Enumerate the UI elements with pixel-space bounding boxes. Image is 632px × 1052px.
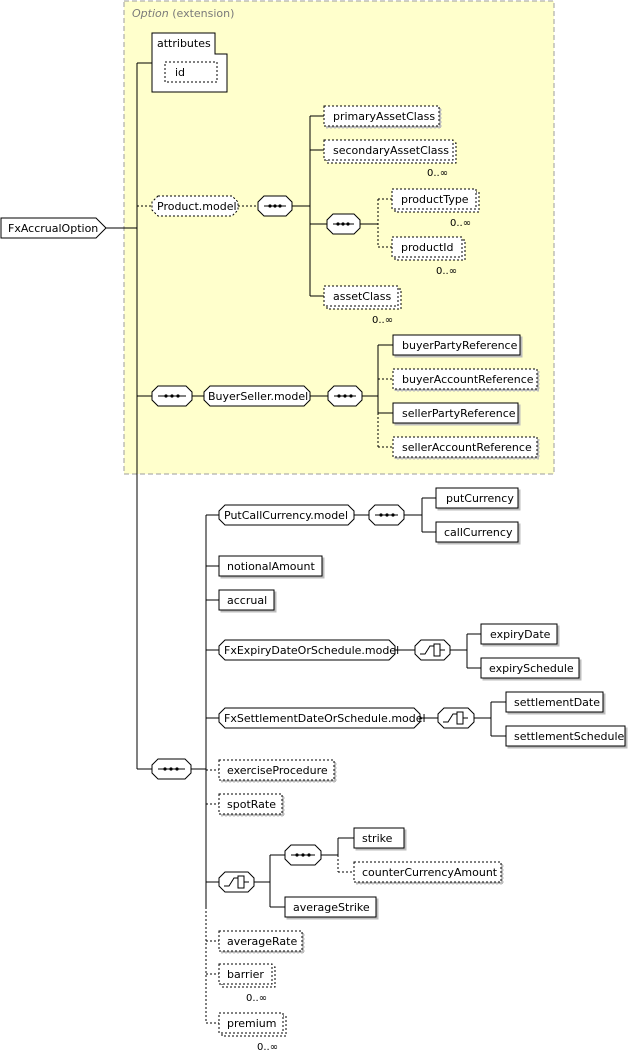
attribute-id: id bbox=[175, 66, 185, 79]
settlement-choice-compositor bbox=[437, 707, 475, 729]
settlement-date-label: settlementDate bbox=[514, 696, 600, 709]
premium-label: premium bbox=[227, 1017, 277, 1030]
seller-party-reference-label: sellerPartyReference bbox=[402, 407, 516, 420]
buyer-seller-model-group[interactable]: BuyerSeller.model bbox=[203, 385, 311, 407]
seller-party-reference-element[interactable]: sellerPartyReference bbox=[392, 402, 519, 424]
secondary-asset-class-element[interactable]: secondaryAssetClass 0..∞ bbox=[323, 139, 457, 179]
svg-text:Option (extension): Option (extension) bbox=[132, 7, 234, 20]
expiry-choice-compositor bbox=[414, 639, 451, 661]
counter-currency-amount-label: counterCurrencyAmount bbox=[362, 866, 498, 879]
call-currency-label: callCurrency bbox=[444, 526, 513, 539]
average-strike-element[interactable]: averageStrike bbox=[284, 896, 377, 918]
settlement-model-group[interactable]: FxSettlementDateOrSchedule.model bbox=[218, 707, 426, 729]
strike-sequence-compositor bbox=[284, 844, 322, 866]
product-model-group[interactable]: Product.model bbox=[151, 195, 239, 217]
accrual-label: accrual bbox=[227, 594, 267, 607]
spot-rate-element[interactable]: spotRate bbox=[218, 793, 283, 815]
product-type-cardinality: 0..∞ bbox=[450, 218, 471, 229]
buyer-party-reference-label: buyerPartyReference bbox=[402, 339, 518, 352]
average-rate-label: averageRate bbox=[227, 935, 297, 948]
put-call-currency-model-group[interactable]: PutCallCurrency.model bbox=[218, 504, 355, 526]
notional-amount-element[interactable]: notionalAmount bbox=[218, 555, 323, 577]
product-inner-sequence-compositor bbox=[326, 213, 361, 235]
expiry-schedule-element[interactable]: expirySchedule bbox=[480, 657, 580, 679]
notional-amount-label: notionalAmount bbox=[227, 560, 315, 573]
attributes-title: attributes bbox=[157, 37, 211, 50]
settlement-date-element[interactable]: settlementDate bbox=[505, 691, 604, 713]
strike-choice-compositor bbox=[218, 871, 255, 893]
product-id-element[interactable]: productId 0..∞ bbox=[391, 236, 466, 277]
seller-account-reference-element[interactable]: sellerAccountReference bbox=[392, 436, 538, 458]
primary-asset-class-element[interactable]: primaryAssetClass bbox=[323, 105, 440, 127]
settlement-model-label: FxSettlementDateOrSchedule.model bbox=[224, 712, 426, 725]
expiry-date-label: expiryDate bbox=[490, 628, 551, 641]
buyer-party-reference-element[interactable]: buyerPartyReference bbox=[392, 334, 521, 356]
extension-note: (extension) bbox=[172, 7, 234, 20]
attributes-box[interactable]: attributes id bbox=[151, 32, 228, 93]
counter-currency-amount-element[interactable]: counterCurrencyAmount bbox=[353, 861, 502, 883]
buyer-account-reference-element[interactable]: buyerAccountReference bbox=[392, 368, 538, 390]
secondary-asset-class-label: secondaryAssetClass bbox=[333, 144, 449, 157]
product-type-element[interactable]: productType 0..∞ bbox=[391, 188, 480, 229]
buyer-seller-model-label: BuyerSeller.model bbox=[208, 390, 308, 403]
asset-class-element[interactable]: assetClass 0..∞ bbox=[323, 285, 402, 326]
call-currency-element[interactable]: callCurrency bbox=[435, 521, 519, 543]
root-element[interactable]: FxAccrualOption bbox=[0, 217, 107, 239]
average-strike-label: averageStrike bbox=[293, 901, 370, 914]
secondary-asset-class-cardinality: 0..∞ bbox=[427, 168, 448, 179]
settlement-schedule-element[interactable]: settlementSchedule bbox=[505, 725, 626, 747]
strike-element[interactable]: strike bbox=[353, 827, 405, 849]
put-currency-element[interactable]: putCurrency bbox=[435, 487, 519, 509]
buyer-account-reference-label: buyerAccountReference bbox=[402, 373, 534, 386]
put-currency-label: putCurrency bbox=[446, 492, 514, 505]
exercise-procedure-element[interactable]: exerciseProcedure bbox=[218, 759, 335, 781]
asset-class-label: assetClass bbox=[333, 290, 391, 303]
put-call-currency-model-label: PutCallCurrency.model bbox=[224, 509, 348, 522]
product-model-label: Product.model bbox=[157, 200, 237, 213]
expiry-date-element[interactable]: expiryDate bbox=[480, 623, 558, 645]
barrier-label: barrier bbox=[227, 968, 264, 981]
primary-asset-class-label: primaryAssetClass bbox=[333, 110, 435, 123]
product-id-cardinality: 0..∞ bbox=[436, 266, 457, 277]
spot-rate-label: spotRate bbox=[227, 798, 276, 811]
root-label: FxAccrualOption bbox=[8, 222, 98, 235]
premium-element[interactable]: premium 0..∞ bbox=[218, 1012, 287, 1052]
asset-class-cardinality: 0..∞ bbox=[372, 315, 393, 326]
accrual-element[interactable]: accrual bbox=[218, 589, 275, 611]
main-sequence-compositor bbox=[151, 758, 192, 780]
put-call-sequence-compositor bbox=[368, 504, 405, 526]
seller-account-reference-label: sellerAccountReference bbox=[402, 441, 532, 454]
strike-label: strike bbox=[362, 832, 393, 845]
option-sequence-compositor bbox=[151, 385, 193, 407]
product-id-label: productId bbox=[401, 241, 454, 254]
premium-cardinality: 0..∞ bbox=[257, 1042, 278, 1052]
product-sequence-compositor bbox=[257, 195, 293, 217]
expiry-schedule-label: expirySchedule bbox=[489, 662, 574, 675]
settlement-schedule-label: settlementSchedule bbox=[514, 730, 624, 743]
extension-type: Option bbox=[132, 7, 169, 20]
expiry-model-group[interactable]: FxExpiryDateOrSchedule.model bbox=[218, 639, 399, 661]
expiry-model-label: FxExpiryDateOrSchedule.model bbox=[224, 644, 399, 657]
exercise-procedure-label: exerciseProcedure bbox=[227, 764, 328, 777]
barrier-cardinality: 0..∞ bbox=[246, 993, 267, 1004]
buyer-seller-sequence-compositor bbox=[327, 385, 363, 407]
product-type-label: productType bbox=[401, 193, 469, 206]
average-rate-element[interactable]: averageRate bbox=[218, 930, 303, 952]
barrier-element[interactable]: barrier 0..∞ bbox=[218, 963, 276, 1004]
